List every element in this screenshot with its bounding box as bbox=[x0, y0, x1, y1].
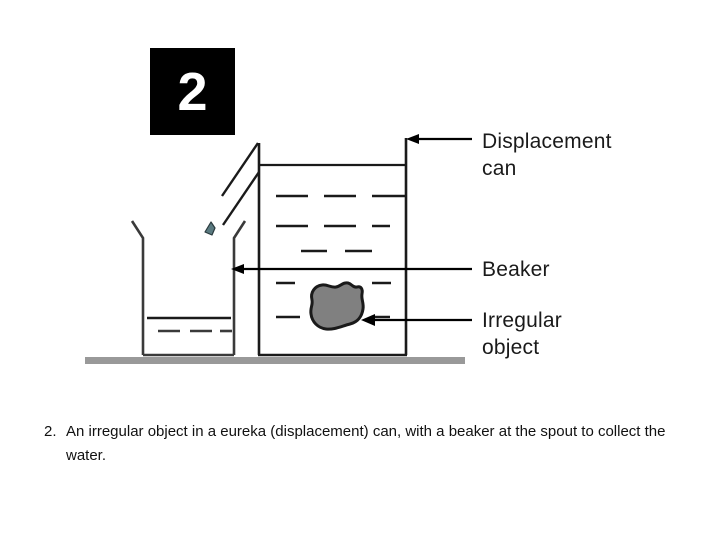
table-surface-bar bbox=[85, 357, 465, 364]
water-droplet-body bbox=[204, 221, 216, 236]
callout-label-beaker: Beaker bbox=[482, 258, 550, 281]
figure-caption: 2. An irregular object in a eureka (disp… bbox=[44, 420, 692, 468]
beaker-shape bbox=[130, 220, 247, 357]
spout-lower-edge bbox=[222, 171, 260, 226]
step-badge-background bbox=[150, 48, 235, 135]
callout-arrow-irregular-object bbox=[361, 314, 472, 326]
beaker-right-wall bbox=[232, 220, 247, 355]
diagram-canvas: 2 bbox=[85, 48, 472, 364]
beaker-left-wall bbox=[130, 220, 145, 355]
arrowhead-left bbox=[361, 314, 375, 326]
displacement-can-shape bbox=[257, 138, 408, 357]
arrowhead-left bbox=[231, 264, 244, 274]
irregular-object-shape bbox=[309, 281, 365, 331]
callout-arrow-displacement-can bbox=[406, 134, 472, 144]
spout-shape bbox=[221, 142, 260, 226]
arrowhead-left bbox=[406, 134, 419, 144]
water-droplet-icon bbox=[204, 221, 216, 236]
callout-label-displacement-can: Displacement can bbox=[482, 130, 612, 180]
spout-upper-edge bbox=[221, 142, 259, 197]
step-badge: 2 bbox=[150, 48, 235, 135]
caption-text: An irregular object in a eureka (displac… bbox=[66, 423, 666, 464]
caption-marker: 2. bbox=[44, 423, 57, 440]
callout-label-irregular-object: Irregular object bbox=[482, 309, 562, 359]
step-badge-number: 2 bbox=[177, 62, 207, 122]
irregular-object-body bbox=[309, 281, 365, 331]
callout-arrow-beaker bbox=[231, 264, 472, 274]
table-surface-fill bbox=[85, 357, 465, 364]
displacement-can-diagram: 2 bbox=[85, 48, 472, 364]
